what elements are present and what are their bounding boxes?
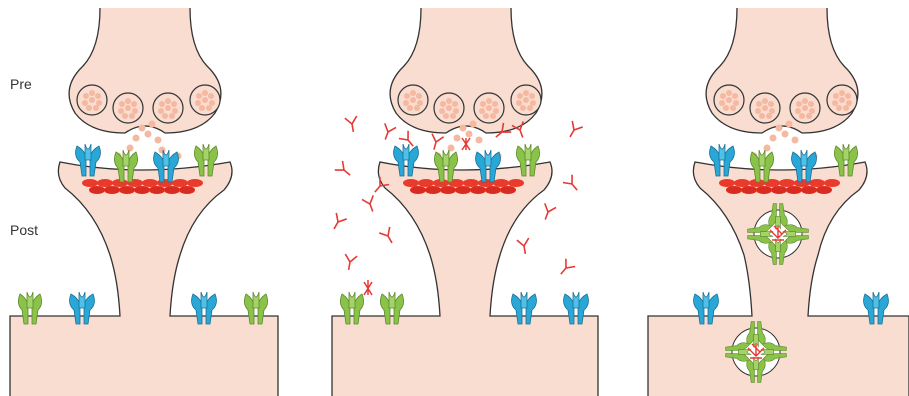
panel-3 xyxy=(648,8,909,396)
panel-1 xyxy=(10,8,278,396)
panel-2 xyxy=(329,8,598,396)
